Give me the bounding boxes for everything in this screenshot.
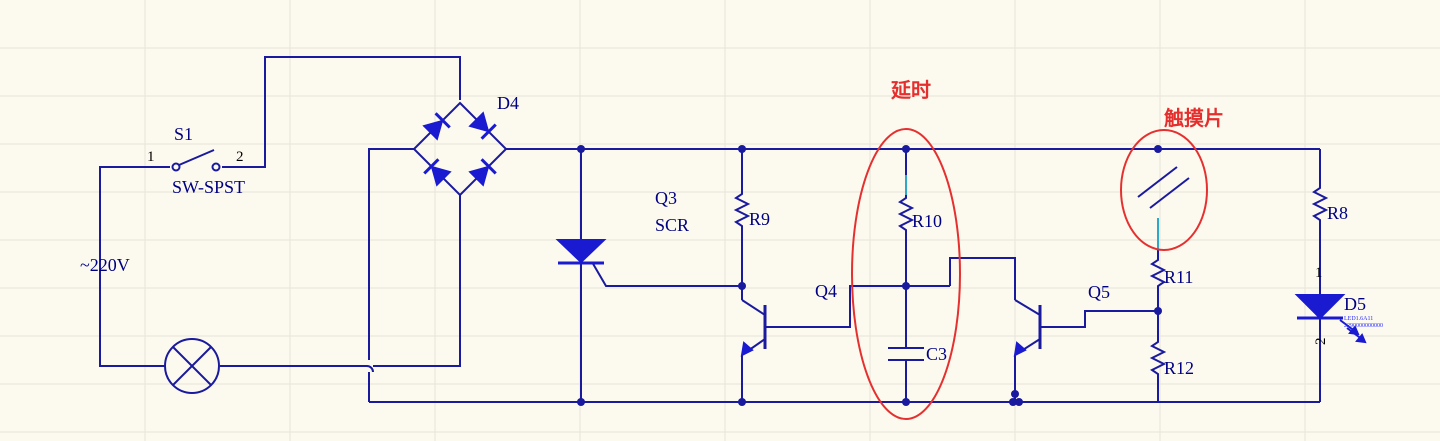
delay-highlight-ellipse [851, 128, 961, 420]
d5-pin1-label: 1 [1315, 265, 1323, 281]
bridge-rectifier-d4: D4 [412, 93, 519, 197]
annotations: 延时 触摸片 [851, 78, 1224, 420]
q3-type-label: SCR [655, 215, 689, 235]
junctions [577, 145, 1162, 406]
c3-ref-label: C3 [926, 344, 947, 364]
d5-code-label: 2290000000000 [1344, 323, 1383, 329]
d4-ref-label: D4 [497, 93, 519, 113]
transistor-q5: Q5 [1013, 282, 1110, 357]
r9-ref-label: R9 [749, 209, 770, 229]
d5-pin2-label: 2 [1313, 338, 1329, 346]
touch-plate-icon [1137, 166, 1190, 209]
led-d5: 1 2 D5 LED1.6A11 2290000000000 [1294, 265, 1383, 346]
resistor-r10: R10 [897, 175, 942, 232]
d5-part-label: LED1.6A11 [1344, 316, 1373, 322]
touch-plate-highlight-ellipse [1120, 129, 1208, 251]
s1-type-label: SW-SPST [172, 177, 245, 197]
d5-ref-label: D5 [1344, 294, 1366, 314]
switch-s1: S1 1 2 SW-SPST [147, 124, 245, 197]
light-arrows-icon [1339, 319, 1367, 344]
transistor-q4: Q4 [740, 281, 837, 357]
q4-ref-label: Q4 [815, 281, 837, 301]
wires [99, 56, 1321, 403]
r11-ref-label: R11 [1164, 267, 1193, 287]
resistor-r12: R12 [1149, 338, 1194, 378]
r10-ref-label: R10 [912, 211, 942, 231]
touch-plate-annotation: 触摸片 [1164, 106, 1224, 130]
scr-q3: Q3 SCR [555, 188, 689, 265]
q5-ref-label: Q5 [1088, 282, 1110, 302]
s1-pin2-label: 2 [236, 149, 244, 165]
lamp-icon [164, 338, 220, 394]
s1-pin1-label: 1 [147, 149, 155, 165]
capacitor-c3: C3 [888, 344, 947, 364]
delay-annotation: 延时 [890, 78, 931, 102]
resistor-r11: R11 [1149, 258, 1193, 288]
ac-source-label: ~220V [80, 255, 130, 275]
resistor-r9: R9 [733, 190, 770, 230]
r8-ref-label: R8 [1327, 203, 1348, 223]
r12-ref-label: R12 [1164, 358, 1194, 378]
resistor-r8: R8 [1311, 185, 1348, 223]
q3-ref-label: Q3 [655, 188, 677, 208]
s1-ref-label: S1 [174, 124, 193, 144]
